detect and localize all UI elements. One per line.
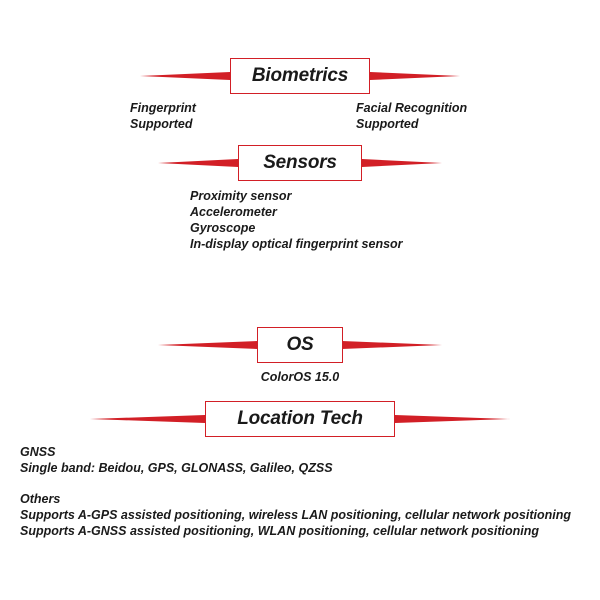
others-item: Supports A-GPS assisted positioning, wir… <box>20 508 571 522</box>
gnss-label: GNSS <box>20 445 56 459</box>
sensor-item: Accelerometer <box>190 205 277 219</box>
sensor-item: Proximity sensor <box>190 189 292 203</box>
biometrics-title: Biometrics <box>230 58 370 94</box>
fingerprint-info: Fingerprint Supported <box>130 100 196 132</box>
sensor-item: Gyroscope <box>190 221 256 235</box>
biometrics-divider <box>140 72 460 80</box>
face-value: Supported <box>356 117 419 131</box>
os-value: ColorOS 15.0 <box>260 370 340 384</box>
location-header: Location Tech <box>0 399 600 439</box>
others-info: Others Supports A-GPS assisted positioni… <box>20 491 571 539</box>
location-divider <box>90 415 510 423</box>
others-label: Others <box>20 492 61 506</box>
gnss-value: Single band: Beidou, GPS, GLONASS, Galil… <box>20 461 333 475</box>
gnss-info: GNSS Single band: Beidou, GPS, GLONASS, … <box>20 444 333 476</box>
sensors-title: Sensors <box>238 145 362 181</box>
os-divider <box>158 341 442 349</box>
face-label: Facial Recognition <box>356 101 468 115</box>
sensor-item: In-display optical fingerprint sensor <box>190 237 403 251</box>
sensors-list: Proximity sensor Accelerometer Gyroscope… <box>190 188 403 252</box>
location-title: Location Tech <box>205 401 395 437</box>
fingerprint-label: Fingerprint <box>130 101 196 115</box>
face-info: Facial Recognition Supported <box>356 100 467 132</box>
os-title: OS <box>257 327 343 363</box>
sensors-divider <box>158 159 442 167</box>
sensors-header: Sensors <box>0 143 600 183</box>
biometrics-header: Biometrics <box>0 56 600 96</box>
os-header: OS <box>0 325 600 365</box>
fingerprint-value: Supported <box>130 117 193 131</box>
others-item: Supports A-GNSS assisted positioning, WL… <box>20 524 539 538</box>
